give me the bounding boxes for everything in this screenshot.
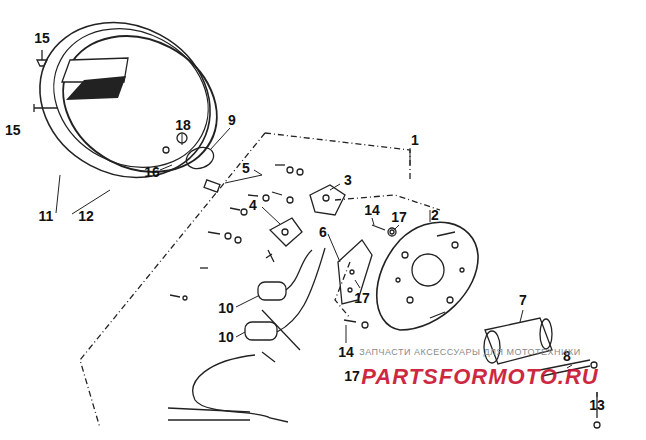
watermark: PARTSFORMOTO.RU: [359, 365, 600, 389]
breaker-plate: [377, 222, 478, 330]
callout-number: 6: [317, 224, 329, 240]
callout-number: 11: [37, 208, 56, 224]
callout-number: 4: [247, 197, 259, 213]
leader-lines: [56, 128, 597, 397]
callout-number: 12: [76, 208, 96, 224]
callout-number: 7: [517, 292, 529, 308]
callout-number: 17: [389, 209, 409, 225]
watermark: ЗАПЧАСТИ АКСЕССУАРЫ ДЛЯ МОТОТЕХНИКИ: [357, 347, 583, 358]
callout-number: 18: [173, 117, 193, 133]
callout-number: 1: [409, 132, 421, 148]
callout-number: 13: [587, 397, 607, 413]
callout-number: 3: [342, 172, 354, 188]
callout-number: 16: [142, 164, 162, 180]
screws: [170, 165, 396, 328]
contact-points: [266, 185, 345, 262]
condensers: [168, 248, 325, 422]
callout-number: 14: [336, 344, 356, 360]
headlight-cover: [13, 0, 241, 207]
callout-number: 15: [32, 30, 52, 46]
callout-number: 10: [216, 300, 236, 316]
callout-number: 5: [240, 160, 252, 176]
callout-number: 14: [362, 202, 382, 218]
callout-number: 15: [3, 122, 23, 138]
callout-number: 9: [226, 112, 238, 128]
callout-number: 17: [352, 290, 372, 306]
callout-number: 17: [342, 368, 362, 384]
callout-number: 10: [216, 329, 236, 345]
callout-number: 2: [429, 207, 441, 223]
